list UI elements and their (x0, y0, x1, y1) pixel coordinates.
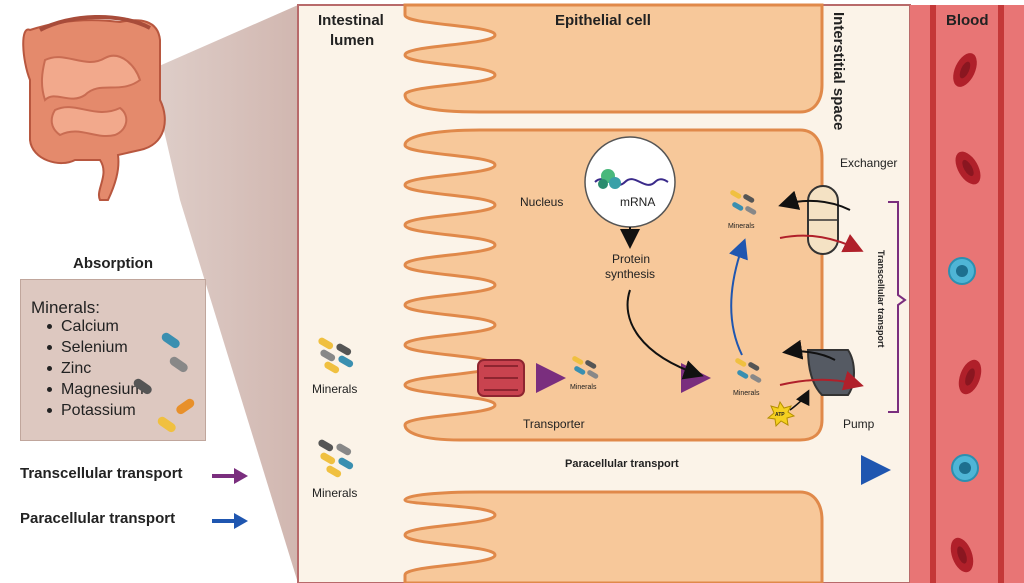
exchanger-out-arrow (779, 234, 864, 253)
mrna-label: mRNA (620, 195, 655, 209)
mineral-list: Calcium Selenium Zinc Magnesium Potassiu… (47, 316, 144, 421)
atp-label: ATP (775, 412, 785, 418)
pump-in-arrow (782, 339, 836, 361)
vessel-wall-left (930, 5, 936, 583)
minerals-pills-lower-inlet (318, 439, 354, 478)
zinc-pill-icon (133, 378, 152, 395)
intestinal-lumen-label-1: Intestinal (318, 12, 384, 29)
transcellular-key-label: Transcellular transport (20, 465, 183, 482)
red-blood-cell (955, 151, 981, 185)
epithelial-cell-top (403, 3, 824, 114)
protein-synthesis-label-1: Protein (612, 252, 650, 266)
atp-icon (766, 400, 796, 428)
atp-arrow (789, 389, 810, 411)
protein-arrow (626, 289, 704, 380)
minerals-upper-inlet-label: Minerals (312, 382, 357, 396)
pump-label: Pump (843, 417, 875, 431)
minerals-in-cell-label: Minerals (570, 384, 597, 391)
white-blood-cell (951, 454, 979, 482)
exchanger (807, 185, 839, 255)
exchanger-in-arrow (778, 190, 851, 211)
mineral-item: Potassium (47, 400, 144, 421)
minerals-lower-inlet-label: Minerals (312, 486, 357, 500)
mineral-item: Zinc (47, 358, 144, 379)
transporter-label: Transporter (523, 417, 585, 431)
red-blood-cell (958, 359, 982, 395)
minerals-near-pump-label: Minerals (733, 390, 760, 397)
minerals-pills-near-exchanger (730, 190, 757, 215)
minerals-near-exchanger-label: Minerals (728, 223, 755, 230)
white-blood-cell (948, 257, 976, 285)
transcellular-bracket-label: Transcellular transport (876, 250, 886, 348)
legend-panel: Absorption Minerals: Calcium Selenium Zi… (20, 255, 206, 441)
intracellular-arrow (729, 238, 748, 356)
nucleus (584, 136, 676, 228)
epithelial-cell-bottom (403, 490, 824, 583)
legend-box: Minerals: Calcium Selenium Zinc Magnesiu… (20, 279, 206, 441)
blood-label: Blood (946, 12, 989, 29)
interstitial-space-label: Interstitial space (830, 12, 847, 130)
red-blood-cell (950, 537, 974, 573)
epithelial-cell-label: Epithelial cell (555, 12, 651, 29)
intestinal-lumen-label-2: lumen (330, 32, 374, 49)
magnesium-pill-icon (176, 398, 195, 415)
legend-heading: Minerals: (31, 298, 100, 317)
legend-title: Absorption (73, 255, 153, 272)
blood-vessel (910, 5, 1024, 583)
minerals-pills-upper-inlet (318, 337, 354, 374)
nucleus-label: Nucleus (520, 195, 563, 209)
vessel-wall-right (998, 5, 1004, 583)
intestine-icon (22, 14, 166, 201)
protein-synthesis-label-2: synthesis (605, 267, 655, 281)
transcellular-key-arrow (212, 468, 248, 484)
zoom-wedge (150, 5, 298, 583)
mineral-item: Magnesium (47, 379, 144, 400)
legend-pill-icons (133, 332, 195, 433)
mineral-item: Selenium (47, 337, 144, 358)
transcellular-bracket (888, 201, 907, 413)
calcium-pill-icon (161, 332, 180, 349)
exchanger-label: Exchanger (840, 156, 897, 170)
potassium-pill-icon (157, 416, 176, 433)
paracellular-key-label: Paracellular transport (20, 510, 176, 527)
mineral-item: Calcium (47, 316, 144, 337)
paracellular-key-arrow (212, 513, 248, 529)
minerals-pills-in-cell (572, 356, 599, 379)
minerals-pills-near-pump (735, 358, 762, 383)
selenium-pill-icon (169, 356, 188, 373)
red-blood-cell (953, 53, 977, 87)
pump-out-arrow (779, 371, 864, 391)
paracellular-transport-label: Paracellular transport (565, 458, 679, 470)
